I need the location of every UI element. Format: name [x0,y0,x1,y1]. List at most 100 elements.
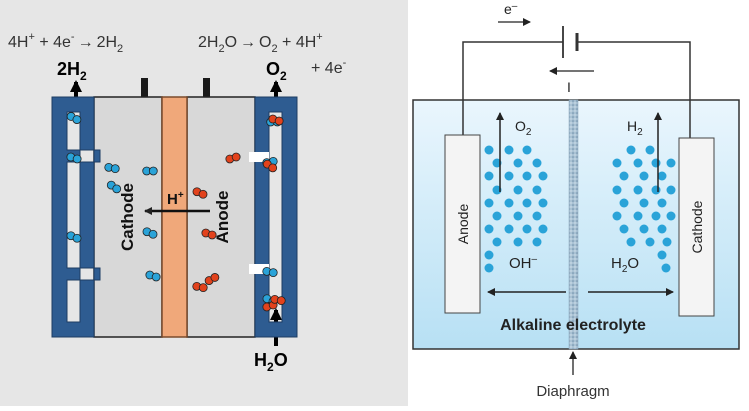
gas-bubble [484,145,494,155]
pem-molecules [66,112,286,312]
h2-molecule [145,270,161,282]
o2-molecule [268,114,284,126]
water-molecule [262,266,278,278]
gas-bubble [639,171,649,181]
gas-bubble [492,211,502,221]
alkaline-electrolyzer-panel: e– I Diaphragm Anode Cathode O2 H2 OH– H… [408,0,749,406]
circuit-wire-left [462,41,563,135]
o2-molecule [262,159,278,173]
proton-label: H+ [167,190,184,208]
gas-bubble [645,145,655,155]
hydroxide-ion-label: OH– [509,254,538,272]
gas-bubble [619,171,629,181]
gas-bubble [504,171,514,181]
pem-anode-label: Anode [213,191,232,244]
gas-bubble [666,185,676,195]
gas-bubble [532,211,542,221]
gas-bubble [513,211,523,221]
gas-bubble [513,185,523,195]
gas-bubble [639,224,649,234]
cathode-chamber [93,96,163,338]
gas-bubble [532,185,542,195]
gas-bubble [619,198,629,208]
o2-molecule [201,228,217,240]
alkaline-anode-electrode [444,134,481,314]
h2-output-label: 2H2 [57,59,87,83]
o2-gas-label: O2 [515,118,532,138]
alkaline-gas-bubbles [484,145,676,273]
current-label: I [567,79,571,95]
alkaline-cathode-label: Cathode [689,200,705,253]
o2-molecule [270,294,286,306]
anode-channel-lower [249,264,269,274]
gas-bubble [657,224,667,234]
diaphragm [568,99,579,350]
gas-bubble [639,198,649,208]
h2o-input-label: H2O [254,350,288,374]
gas-bubble [522,145,532,155]
electrolyte-label: Alkaline electrolyte [500,317,646,334]
gas-bubble [538,171,548,181]
gas-bubble [662,237,672,247]
gas-bubble [492,237,502,247]
o2-molecule [204,273,220,285]
h2-molecule [66,112,82,124]
gas-bubble [484,224,494,234]
diaphragm-label: Diaphragm [536,383,609,400]
h2-molecule [142,227,158,239]
gas-bubble [651,185,661,195]
gas-bubble [513,237,523,247]
gas-bubble [538,224,548,234]
h2-molecule [104,162,120,174]
proton-exchange-membrane [161,96,188,338]
gas-bubble [661,263,671,273]
gas-bubble [666,158,676,168]
h2-molecule [106,180,122,194]
o2-molecule [192,187,208,199]
cathode-reaction-equation: 4H+ + 4e-→2H2 [8,31,123,55]
h2-molecule [66,231,82,243]
gas-bubble [626,237,636,247]
gas-bubble [504,224,514,234]
gas-bubble [626,145,636,155]
h2-molecule [66,152,82,164]
gas-bubble [532,237,542,247]
gas-bubble [645,237,655,247]
gas-bubble [657,250,667,260]
gas-bubble [484,250,494,260]
pem-cathode-label: Cathode [118,183,137,251]
gas-bubble [633,185,643,195]
gas-bubble [612,211,622,221]
pem-electrolyzer-panel: 4H+ + 4e-→2H2 2H2O→O2 + 4H+ + 4e- 2H2 O2… [0,0,408,406]
o2-molecule [225,152,241,164]
water-label: H2O [611,255,639,275]
gas-bubble [633,158,643,168]
anode-channel-upper [249,152,269,162]
gas-bubble [538,198,548,208]
h2-gas-label: H2 [627,118,643,138]
gas-bubble [484,171,494,181]
gas-bubble [612,185,622,195]
electron-label: e– [504,1,518,17]
gas-bubble [504,198,514,208]
anode-reaction-equation: 2H2O→O2 + 4H+ [198,31,323,55]
o2-output-label: O2 [266,59,287,83]
gas-bubble [666,211,676,221]
gas-bubble [522,198,532,208]
gas-bubble [532,158,542,168]
circuit-wire-right [577,41,691,138]
cathode-terminal [141,78,148,100]
anode-terminal [203,78,210,100]
gas-bubble [484,263,494,273]
gas-bubble [651,158,661,168]
anode-reaction-electrons: + 4e- [311,57,347,77]
o2-molecule [192,281,208,293]
alkaline-anode-label: Anode [455,204,471,245]
gas-bubble [612,158,622,168]
gas-bubble [484,198,494,208]
gas-bubble [522,224,532,234]
gas-bubble [619,224,629,234]
gas-bubble [651,211,661,221]
